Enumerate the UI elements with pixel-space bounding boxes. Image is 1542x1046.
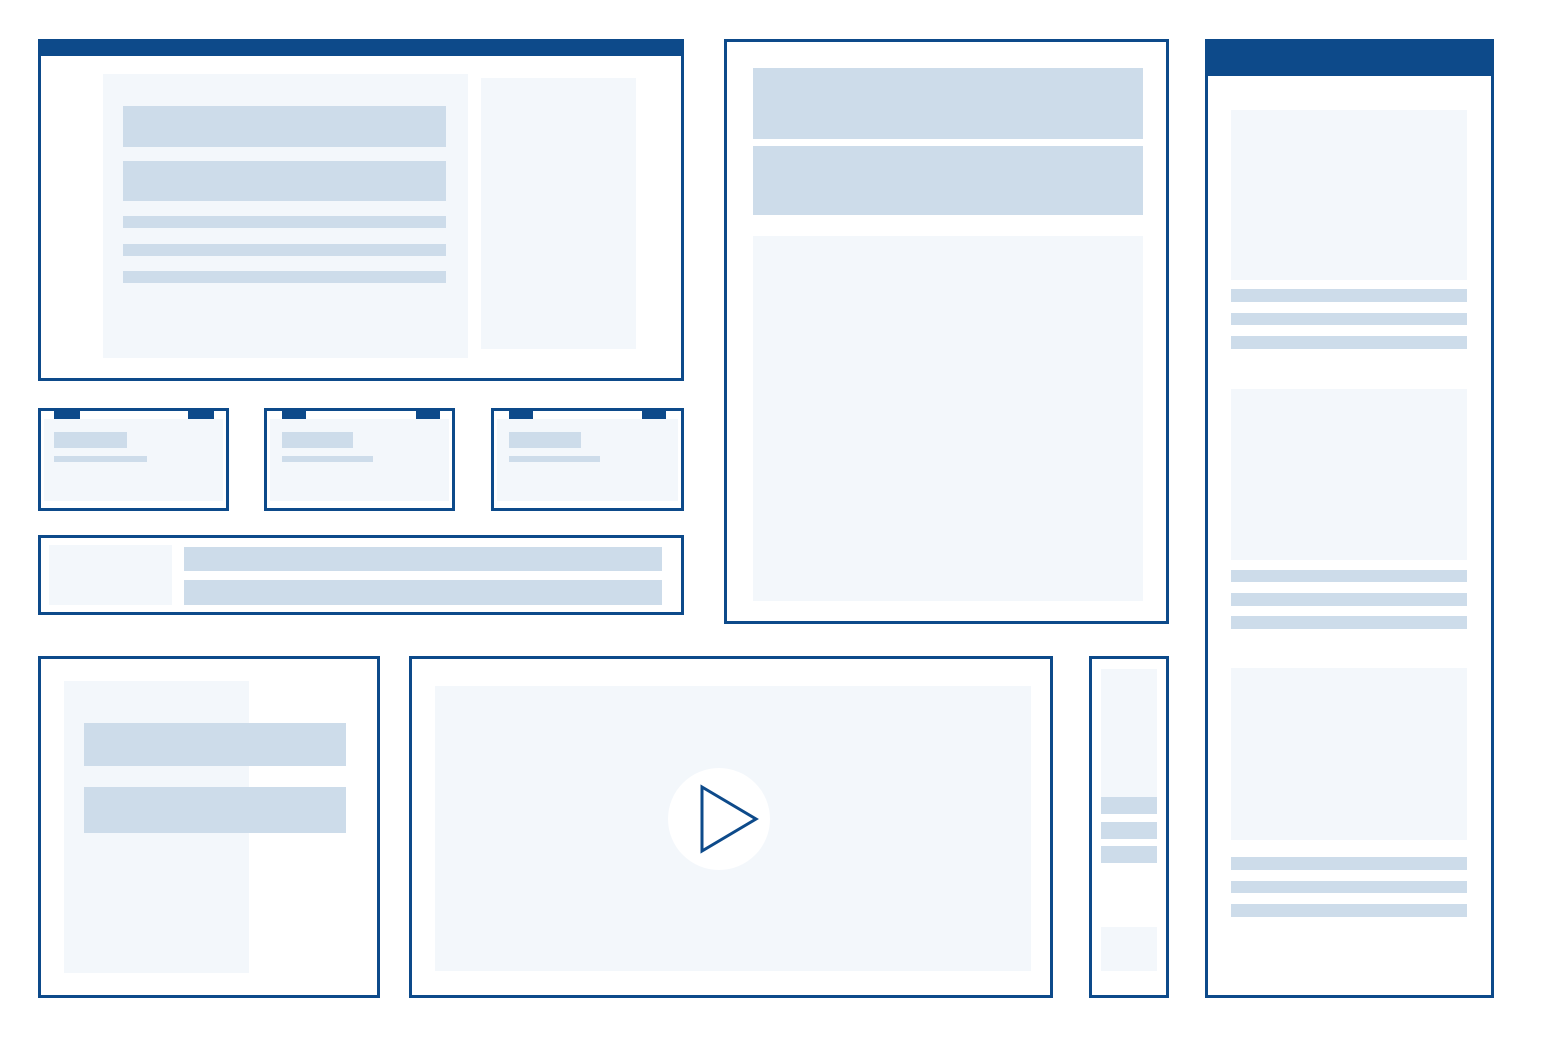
tab-card-1[interactable] xyxy=(38,408,229,511)
media-card xyxy=(38,656,380,998)
play-button[interactable] xyxy=(668,768,770,870)
narrow-column-line xyxy=(1101,822,1157,839)
tab-marker-left xyxy=(282,411,306,419)
article-body-panel xyxy=(753,236,1143,601)
feed-item-line xyxy=(1231,336,1467,349)
feed-item-image xyxy=(1231,110,1467,280)
tab-marker-left xyxy=(509,411,533,419)
hero-header-bar xyxy=(41,42,681,56)
tab-marker-left xyxy=(54,411,80,419)
sidebar-header-bar xyxy=(1208,42,1491,76)
tab-card-title-placeholder xyxy=(54,432,127,448)
tab-card-text-line xyxy=(54,456,147,462)
play-icon xyxy=(700,784,759,854)
feed-item-line xyxy=(1231,289,1467,302)
tab-card-body xyxy=(270,419,449,501)
feed-item-line xyxy=(1231,881,1467,893)
narrow-column-footer xyxy=(1101,927,1157,971)
video-player xyxy=(409,656,1053,998)
hero-content-panel xyxy=(103,74,468,358)
article-subtitle-placeholder xyxy=(753,146,1143,215)
article-card xyxy=(724,39,1169,624)
tab-card-body xyxy=(44,419,223,501)
feed-item-line xyxy=(1231,857,1467,870)
feed-item-line xyxy=(1231,616,1467,629)
hero-title-placeholder xyxy=(123,106,446,147)
hero-card xyxy=(38,39,684,381)
narrow-column-line xyxy=(1101,797,1157,814)
feed-item-line xyxy=(1231,904,1467,917)
feed-item-line xyxy=(1231,570,1467,582)
hero-text-line xyxy=(123,271,446,283)
tab-marker-right xyxy=(188,411,214,419)
media-card-subtitle-placeholder xyxy=(84,787,346,833)
banner-card xyxy=(38,535,684,615)
feed-item-image xyxy=(1231,389,1467,560)
media-card-title-placeholder xyxy=(84,723,346,766)
feed-item-line xyxy=(1231,313,1467,325)
article-title-placeholder xyxy=(753,68,1143,139)
tab-card-text-line xyxy=(509,456,600,462)
tab-card-2[interactable] xyxy=(264,408,455,511)
hero-subtitle-placeholder xyxy=(123,161,446,201)
tab-marker-right xyxy=(642,411,666,419)
banner-title-placeholder xyxy=(184,547,662,571)
tab-marker-right xyxy=(416,411,440,419)
hero-text-line xyxy=(123,216,446,228)
tab-card-title-placeholder xyxy=(509,432,581,448)
hero-side-panel xyxy=(481,78,636,349)
narrow-column-line xyxy=(1101,846,1157,863)
narrow-column-card xyxy=(1089,656,1169,998)
sidebar-feed xyxy=(1205,39,1494,998)
tab-card-text-line xyxy=(282,456,373,462)
feed-item-image xyxy=(1231,668,1467,840)
tab-card-3[interactable] xyxy=(491,408,684,511)
hero-text-line xyxy=(123,244,446,256)
tab-card-title-placeholder xyxy=(282,432,353,448)
feed-item-line xyxy=(1231,593,1467,606)
tab-card-body xyxy=(497,419,678,501)
banner-thumbnail xyxy=(49,545,172,605)
banner-subtitle-placeholder xyxy=(184,580,662,605)
narrow-column-image xyxy=(1101,669,1157,797)
